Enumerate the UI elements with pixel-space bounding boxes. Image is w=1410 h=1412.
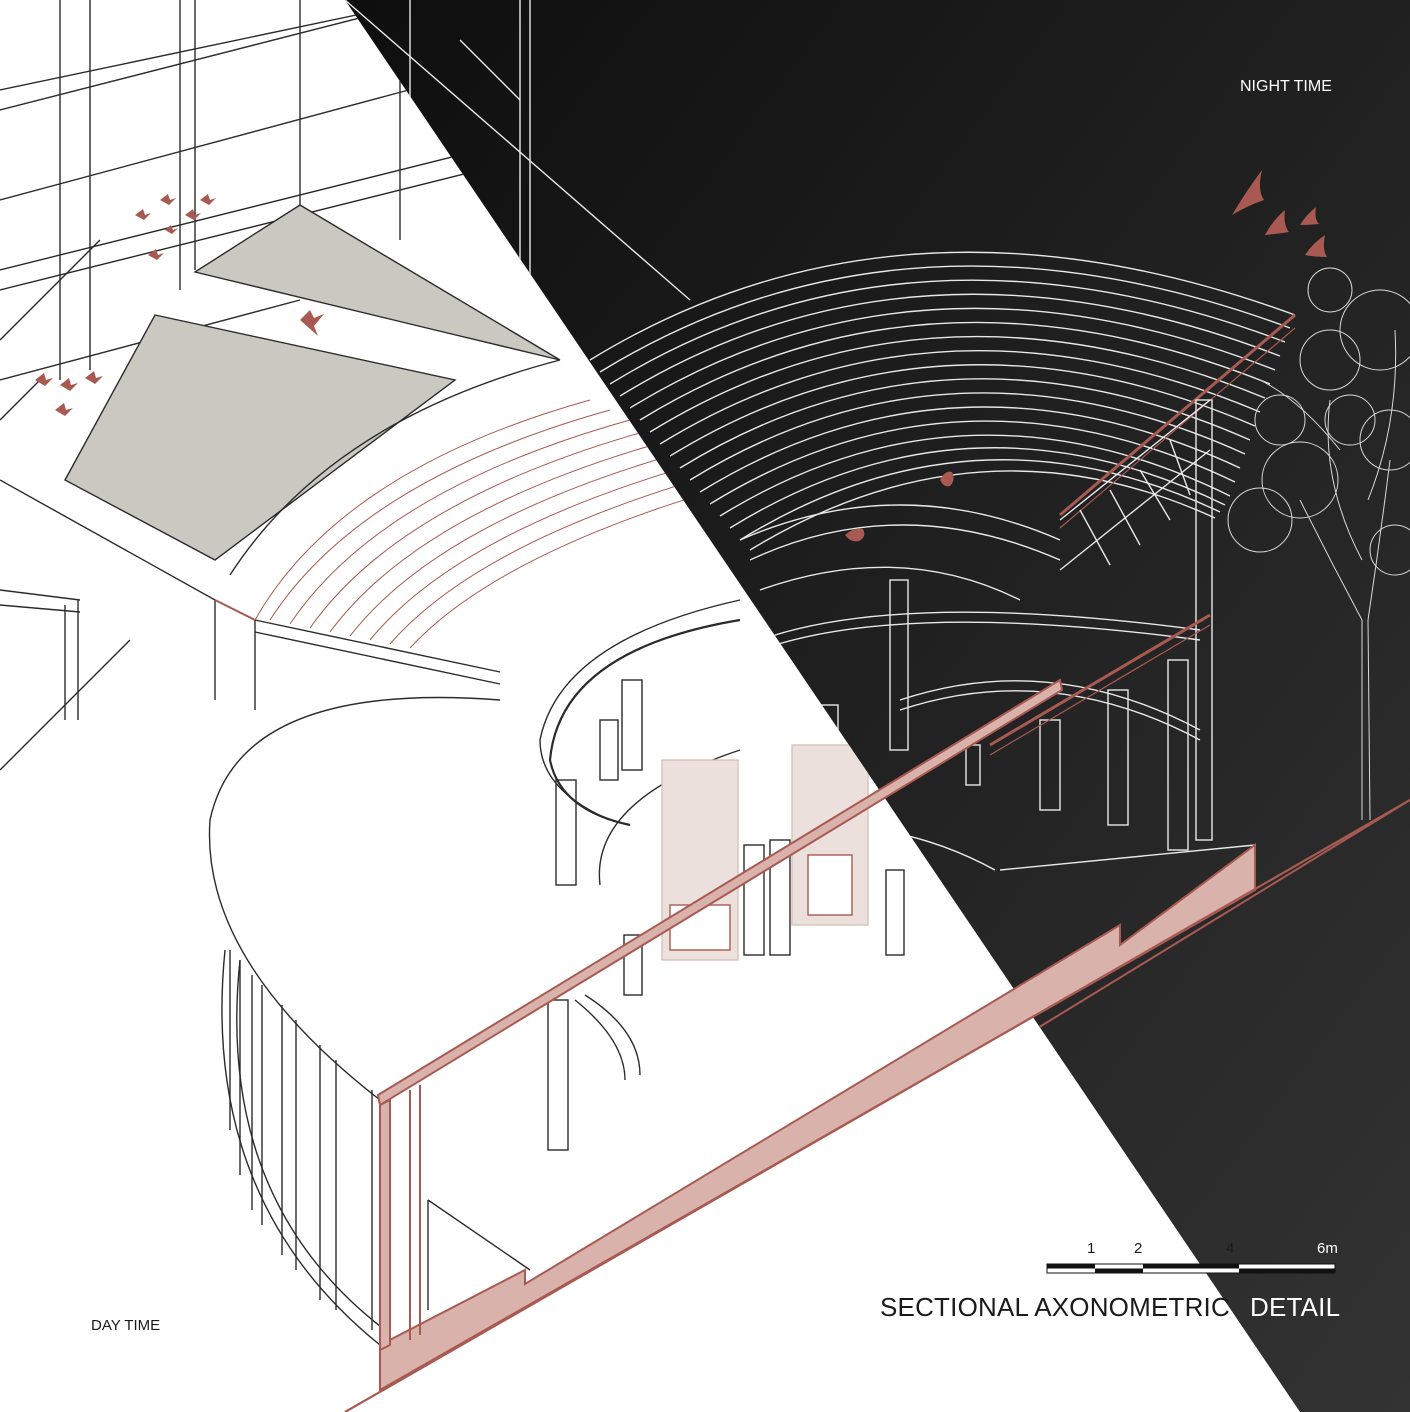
scale-tick-4: 4 <box>1226 1240 1235 1257</box>
drawing-title-main: SECTIONAL AXONOMETRIC <box>880 1292 1230 1322</box>
drawing-title-end: DETAIL <box>1249 1292 1341 1322</box>
facade-grid <box>0 0 601 421</box>
planter-lower <box>64 314 457 561</box>
bird-silhouettes <box>35 194 324 416</box>
roof-truss <box>1059 399 1211 571</box>
night-time-label: NIGHT TIME <box>1240 78 1332 95</box>
scale-bar <box>1046 1263 1336 1274</box>
facade-fins <box>229 950 373 1330</box>
night-side-linework <box>345 0 1410 1046</box>
day-time-label: DAY TIME <box>91 1317 161 1334</box>
day-side-linework <box>0 0 991 1346</box>
bat-silhouettes <box>845 170 1327 542</box>
drawing-title: SECTIONAL AXONOMETRIC DETAIL <box>880 1292 1340 1323</box>
roof-slats <box>589 251 1296 551</box>
tree-outline <box>1227 267 1410 821</box>
scale-tick-6m: 6m <box>1317 1240 1338 1257</box>
interior-columns <box>547 679 905 1151</box>
scale-tick-2: 2 <box>1134 1240 1143 1257</box>
night-background <box>345 0 1410 1412</box>
section-cut <box>214 599 1410 1412</box>
scale-tick-1: 1 <box>1087 1240 1096 1257</box>
